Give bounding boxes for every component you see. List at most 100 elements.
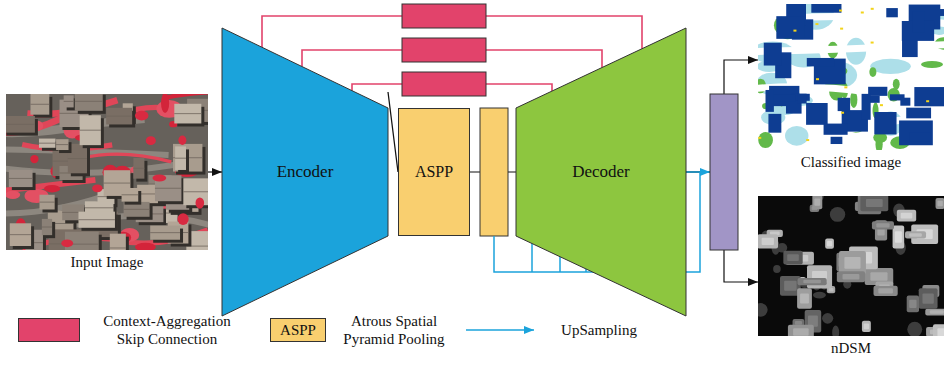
- height-building: [812, 196, 822, 209]
- photo-vegetation: [146, 136, 156, 145]
- photo-roof-ridge: [133, 168, 144, 169]
- photo-vegetation: [61, 239, 73, 247]
- fusion-block: [710, 94, 738, 250]
- map-tree: [893, 79, 900, 90]
- height-roof: [930, 310, 944, 313]
- height-tree: [822, 313, 833, 324]
- bridge-block: [480, 108, 508, 236]
- height-building: [905, 231, 926, 238]
- legend-swatch: [18, 318, 80, 342]
- photo-roof-ridge: [68, 158, 87, 159]
- map-tree: [869, 67, 876, 77]
- height-tree: [907, 322, 922, 336]
- map-building: [768, 114, 781, 133]
- photo-roof-ridge: [78, 219, 114, 220]
- node-label: Input Image: [71, 254, 144, 271]
- legend-swatch: ASPP: [270, 318, 326, 342]
- height-tree: [832, 326, 839, 336]
- height-roof: [844, 257, 860, 269]
- map-car: [815, 23, 818, 25]
- height-roof: [842, 274, 859, 279]
- photo-vegetation: [152, 174, 166, 181]
- photo-building: [30, 94, 49, 115]
- map-building: [798, 94, 807, 104]
- map-building: [862, 94, 871, 120]
- photo-building: [110, 234, 126, 250]
- height-roof: [909, 300, 916, 308]
- height-building: [897, 210, 916, 222]
- photo-roof-ridge: [80, 130, 101, 131]
- map-building: [874, 112, 896, 134]
- height-building: [837, 271, 865, 282]
- height-roof: [800, 293, 809, 303]
- map-tree: [758, 132, 773, 148]
- photo-building: [78, 212, 114, 228]
- photo-vegetation: [164, 94, 208, 98]
- height-roof: [827, 241, 832, 246]
- map-ground: [758, 4, 944, 150]
- map-car: [816, 78, 819, 80]
- map-building: [764, 43, 782, 66]
- photo-building: [106, 108, 132, 125]
- map-car: [844, 86, 847, 88]
- height-building: [797, 278, 826, 285]
- height-building: [825, 239, 834, 249]
- map-car: [806, 139, 809, 141]
- photo-roof-ridge: [106, 116, 132, 117]
- map-car: [841, 112, 844, 114]
- height-roof: [901, 213, 913, 219]
- map-car: [840, 28, 843, 30]
- height-building: [862, 321, 871, 332]
- height-building: [788, 325, 814, 336]
- legend-text: Atrous Spatial Pyramid Pooling: [332, 312, 456, 348]
- photo-building: [133, 158, 144, 179]
- height-building: [797, 288, 812, 308]
- height-roof: [787, 254, 799, 261]
- photo-building: [80, 115, 101, 145]
- map-car: [926, 100, 929, 102]
- map-building: [913, 11, 925, 32]
- height-roof: [864, 324, 869, 330]
- photo-roof-ridge: [175, 158, 186, 159]
- photo-roof-ridge: [183, 191, 208, 192]
- map-car: [861, 12, 864, 14]
- swatch-label: ASPP: [280, 322, 316, 339]
- map-building: [868, 87, 887, 96]
- photo-vegetation: [135, 111, 149, 121]
- legend-text: UpSampling: [544, 312, 654, 348]
- photo-roof-ridge: [56, 144, 68, 145]
- photo-roof-ridge: [64, 101, 74, 102]
- encoder-block: Encoder: [222, 28, 388, 316]
- photo-vegetation: [135, 243, 156, 250]
- height-roof: [937, 328, 944, 336]
- height-building: [933, 324, 944, 336]
- height-ground: [758, 196, 944, 336]
- photo-building: [9, 170, 33, 187]
- photo-building: [122, 188, 139, 202]
- height-roof: [895, 231, 902, 242]
- flow-arrow: [208, 171, 222, 172]
- photo-building: [150, 226, 180, 240]
- height-tree: [773, 265, 781, 273]
- photo-roof-ridge: [174, 113, 201, 114]
- height-building: [860, 196, 888, 211]
- map-building: [886, 8, 898, 17]
- photo-roof-ridge: [85, 207, 114, 208]
- map-car: [871, 42, 874, 44]
- height-building: [758, 234, 778, 248]
- height-roof: [795, 321, 802, 325]
- height-roof: [762, 238, 774, 245]
- photo-building: [42, 219, 52, 235]
- photo-roof-ridge: [6, 124, 35, 125]
- photo-roof-ridge: [150, 232, 180, 233]
- photo-roof-ridge: [124, 209, 150, 210]
- photo-roof-ridge: [10, 234, 31, 235]
- upsampling-line: [531, 244, 533, 272]
- legend-line-sample: [466, 329, 534, 331]
- height-roof: [814, 198, 820, 205]
- map-car: [758, 137, 761, 139]
- node-label: Decoder: [572, 162, 630, 182]
- height-building: [893, 225, 905, 248]
- height-tree: [813, 292, 826, 299]
- photo-vegetation: [30, 155, 38, 163]
